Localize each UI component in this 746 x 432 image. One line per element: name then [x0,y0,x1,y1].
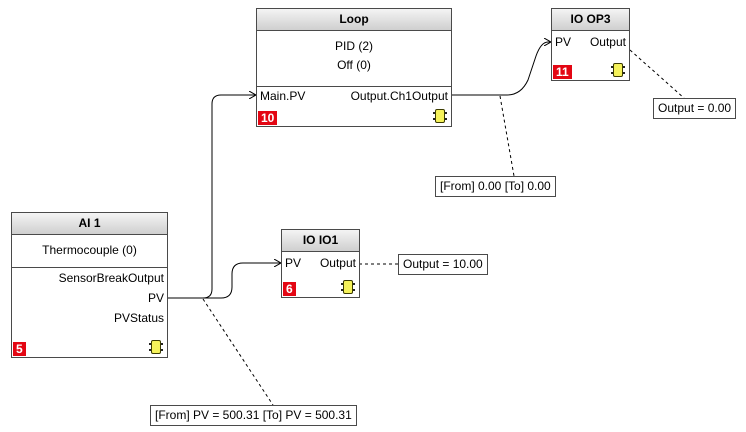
loop-param-mode[interactable]: PID (2) [334,39,373,53]
io-op3-chip-icon [611,63,625,77]
loop-param-state[interactable]: Off (0) [337,58,371,72]
io-op3-execution-order-badge: 11 [553,65,572,79]
ai1-param-sensor-type[interactable]: Thermocouple (0) [42,243,137,257]
io1-output-annotation[interactable]: Output = 10.00 [398,254,488,275]
io-io1-chip-icon [341,280,355,294]
loop-block-divider [257,86,451,87]
io-io1-block[interactable]: IO IO1 PV Output 6 [281,229,360,298]
leader-ai-wire [202,298,274,406]
ai1-output-pin-pv[interactable]: PV [147,291,164,305]
wire-loop-to-op3 [452,42,551,96]
ai1-block-title: AI 1 [12,213,167,235]
op3-output-annotation[interactable]: Output = 0.00 [653,98,737,119]
ai-wire-annotation[interactable]: [From] PV = 500.31 [To] PV = 500.31 [150,405,357,426]
ai1-chip-icon [149,340,163,354]
io-op3-input-pin-pv[interactable]: PV [555,35,572,49]
loop-input-pin-main-pv[interactable]: Main.PV [260,89,306,103]
io-io1-block-title: IO IO1 [282,230,359,252]
ai1-execution-order-badge: 5 [13,342,26,356]
io-io1-input-pin-pv[interactable]: PV [285,256,302,270]
io-op3-output-pin[interactable]: Output [589,35,626,49]
loop-block-title: Loop [257,9,451,31]
ai1-block[interactable]: AI 1 Thermocouple (0) SensorBreakOutput … [11,212,168,358]
io-op3-block-title: IO OP3 [552,9,629,31]
wire-ai-pv-to-io1 [168,263,281,299]
loop-execution-order-badge: 10 [258,111,278,125]
wire-ai-pv-to-loop [168,95,256,299]
ai1-output-pin-pvstatus[interactable]: PVStatus [113,311,164,325]
leader-op3-output [629,49,685,99]
loop-wire-annotation[interactable]: [From] 0.00 [To] 0.00 [435,176,556,197]
loop-chip-icon [433,109,447,123]
ai1-block-divider [12,267,167,268]
leader-loop-wire [499,95,515,177]
io-io1-execution-order-badge: 6 [283,282,296,296]
loop-block[interactable]: Loop PID (2) Off (0) Main.PV Output.Ch1O… [256,8,452,127]
loop-output-pin-ch1[interactable]: Output.Ch1Output [350,89,448,103]
io-op3-block[interactable]: IO OP3 PV Output 11 [551,8,630,81]
io-io1-output-pin[interactable]: Output [319,256,356,270]
ai1-output-pin-sensorbreak[interactable]: SensorBreakOutput [58,271,164,285]
